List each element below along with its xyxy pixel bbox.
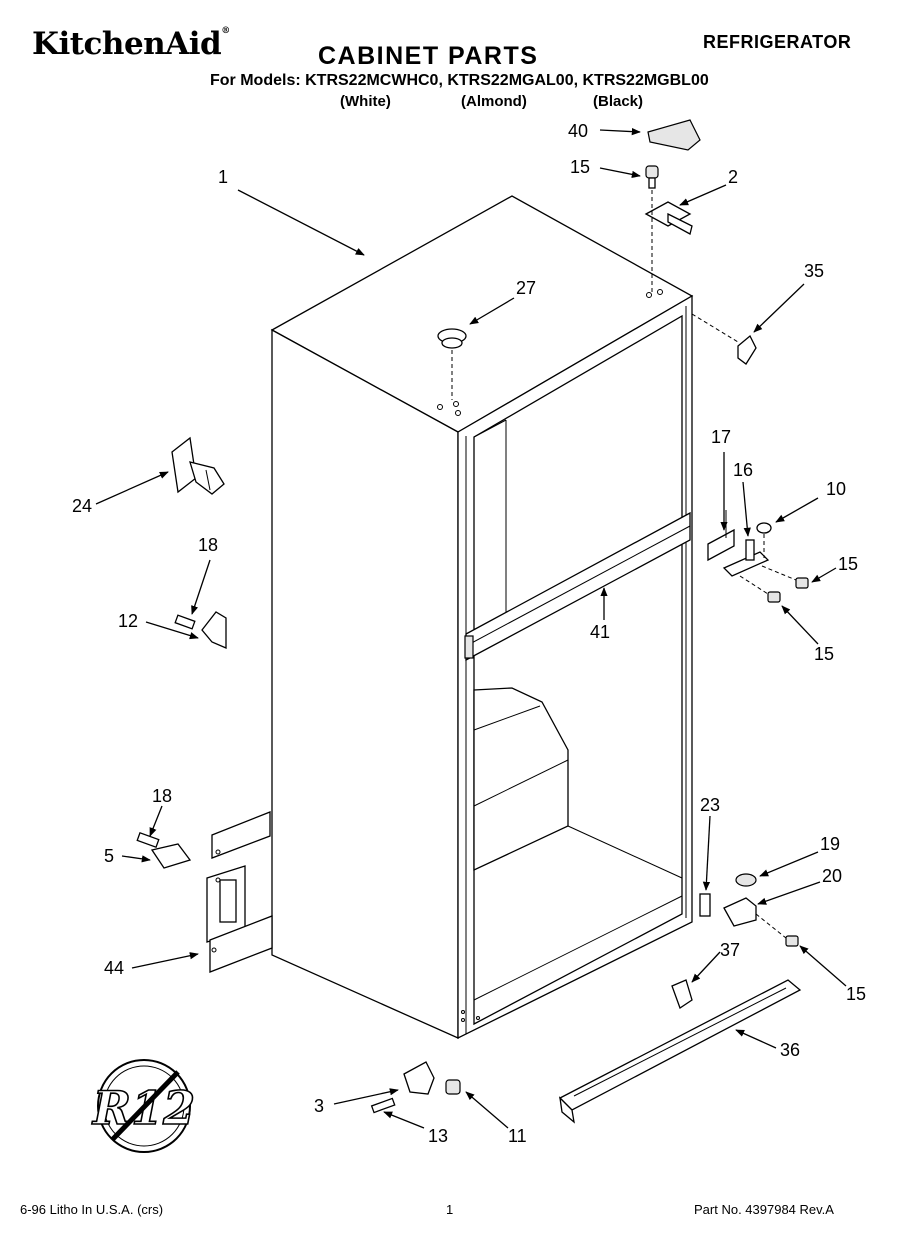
part-2-top-hinge xyxy=(644,201,693,235)
color-black: (Black) xyxy=(593,93,644,110)
no-r12-badge: R12 xyxy=(90,1059,196,1153)
part-16-hinge xyxy=(722,539,770,577)
part-40-hinge-cover xyxy=(647,119,701,151)
product-type: REFRIGERATOR xyxy=(703,32,852,52)
leader-lines xyxy=(95,127,847,1129)
callout-41: 41 xyxy=(590,622,610,642)
page-title: CABINET PARTS xyxy=(318,42,539,70)
callout-44: 44 xyxy=(104,958,124,978)
part-12-bracket xyxy=(201,611,227,649)
color-white: (White) xyxy=(340,93,391,110)
part-18-screw-upper xyxy=(174,614,196,630)
part-15-screw-top xyxy=(645,165,659,189)
callout-2: 2 xyxy=(728,167,738,187)
callout-13: 13 xyxy=(428,1126,448,1146)
part-27-plug xyxy=(437,328,467,349)
models-line: For Models: KTRS22MCWHC0, KTRS22MGAL00, … xyxy=(210,72,709,89)
part-44-rear-panels xyxy=(206,811,273,973)
part-20-hinge xyxy=(723,897,757,927)
callout-16: 16 xyxy=(733,460,753,480)
part-23-plate xyxy=(699,893,711,917)
part-10-washer xyxy=(756,522,772,534)
part-17-hinge-plate xyxy=(707,510,735,562)
callout-37: 37 xyxy=(720,940,740,960)
footer-part-number: Part No. 4397984 Rev.A xyxy=(694,1202,834,1217)
footer-print-info: 6-96 Litho In U.S.A. (crs) xyxy=(20,1202,164,1217)
callout-10: 10 xyxy=(826,479,846,499)
callout-labels: 1 2 3 5 10 11 12 13 15 15 15 15 15 16 17… xyxy=(72,121,866,1146)
part-15-screw-hinge-a xyxy=(795,577,809,589)
part-3-leg-bracket xyxy=(403,1061,435,1095)
callout-36: 36 xyxy=(780,1040,800,1060)
part-19-washer xyxy=(735,873,757,887)
footer-page-number: 1 xyxy=(446,1202,454,1217)
part-11-leveler xyxy=(445,1079,461,1095)
part-35-cap xyxy=(737,334,757,365)
callout-12: 12 xyxy=(118,611,138,631)
callout-17: 17 xyxy=(711,427,731,447)
callout-3: 3 xyxy=(314,1096,324,1116)
callout-5: 5 xyxy=(104,846,114,866)
callout-11: 11 xyxy=(508,1126,527,1146)
part-15-screw-bottom xyxy=(785,935,799,947)
callout-15-bottom: 15 xyxy=(846,984,866,1004)
part-41-mullion xyxy=(464,511,691,662)
callout-35: 35 xyxy=(804,261,824,281)
callout-19: 19 xyxy=(820,834,840,854)
part-24-bracket xyxy=(171,436,225,495)
part-13-pin xyxy=(370,1097,396,1114)
brand-logo: KitchenAid® xyxy=(32,26,230,62)
callout-1: 1 xyxy=(218,167,228,187)
callout-24: 24 xyxy=(72,496,92,516)
callout-40: 40 xyxy=(568,121,588,141)
part-36-toe-grille xyxy=(558,979,802,1124)
callout-20: 20 xyxy=(822,866,842,886)
callout-18-lower: 18 xyxy=(152,786,172,806)
part-18-screw-lower xyxy=(136,831,160,849)
callout-15-hinge-a: 15 xyxy=(838,554,858,574)
callout-15-hinge-b: 15 xyxy=(814,644,834,664)
callout-15-top: 15 xyxy=(570,157,590,177)
callout-18-upper: 18 xyxy=(198,535,218,555)
callout-27: 27 xyxy=(516,278,536,298)
cabinet-shell xyxy=(270,195,694,1040)
color-almond: (Almond) xyxy=(461,93,527,110)
callout-23: 23 xyxy=(700,795,720,815)
part-15-screw-hinge-b xyxy=(767,591,781,603)
part-5-bracket xyxy=(150,843,192,869)
part-37-clip xyxy=(671,979,693,1009)
